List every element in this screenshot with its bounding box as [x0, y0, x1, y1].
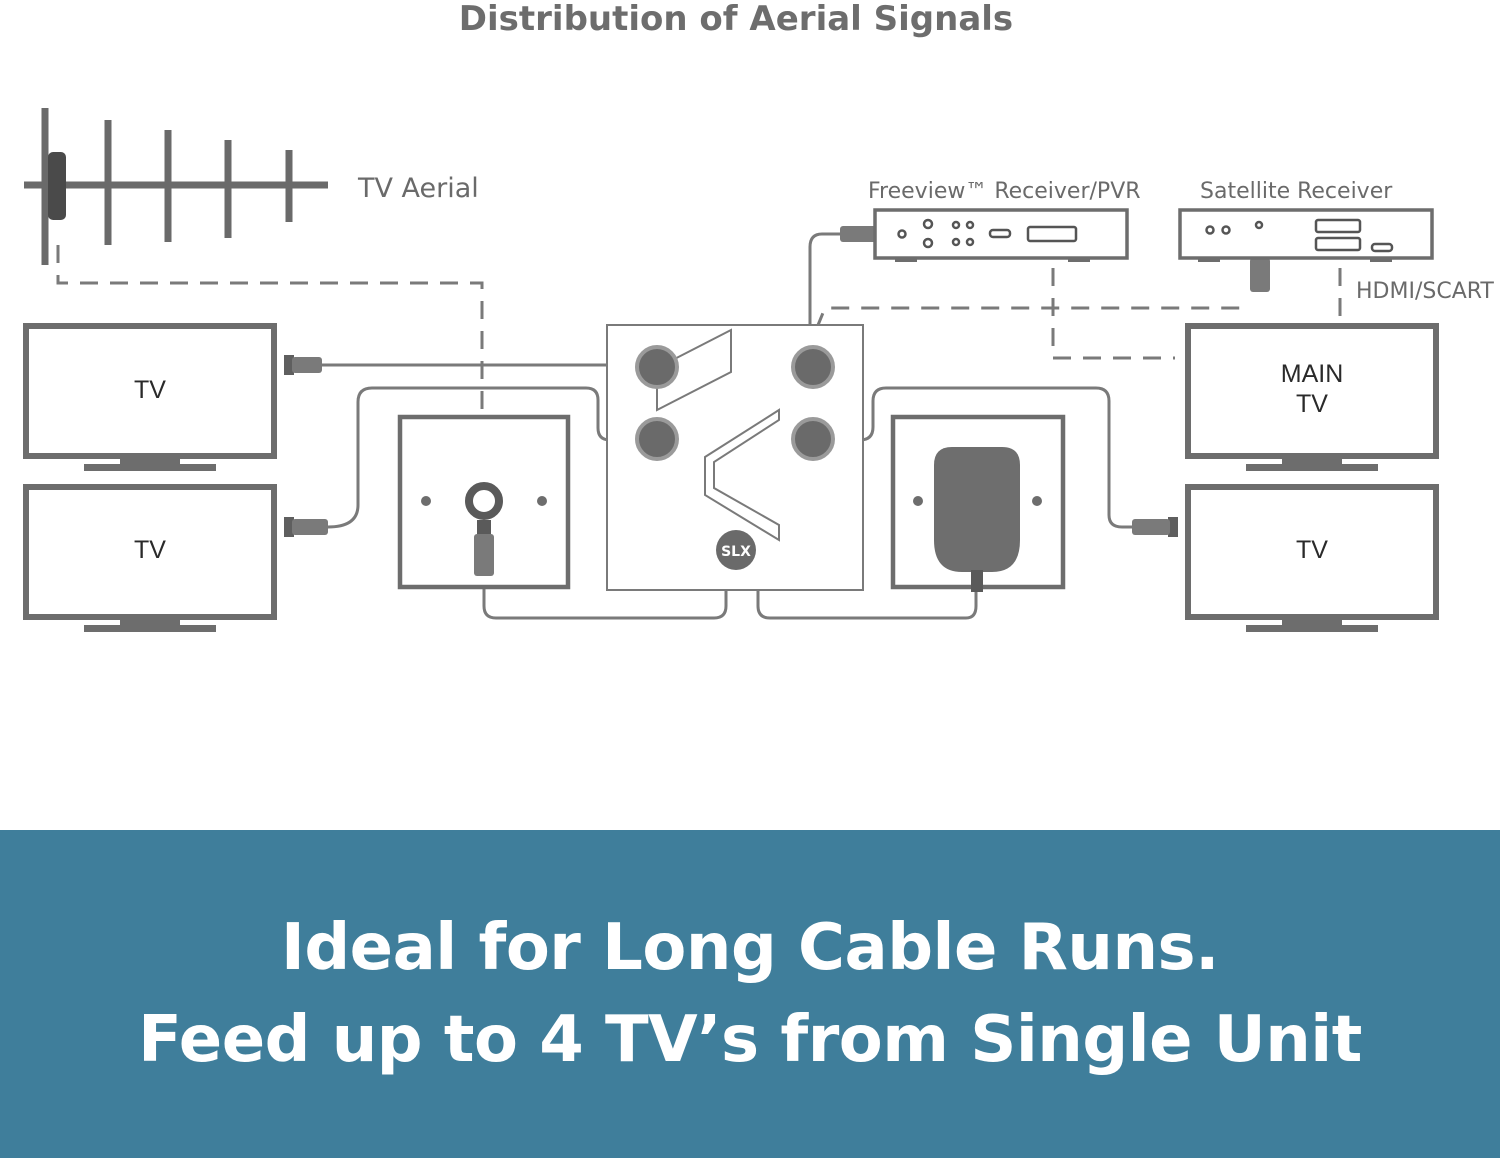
plug-icon [292, 357, 322, 373]
main-tv-label-line1: MAIN [1281, 360, 1344, 388]
tv-bottom-right: TV [1185, 484, 1439, 632]
tv-label: TV [1296, 536, 1328, 564]
power-plug-icon [934, 447, 1020, 572]
banner-headline: Ideal for Long Cable Runs. [281, 911, 1219, 985]
tv-bottom-left: TV [23, 484, 277, 632]
plug-icon [1250, 258, 1270, 292]
tv-label: TV [134, 536, 166, 564]
main-tv-label-line2: TV [1296, 390, 1328, 418]
main-tv: MAIN TV [1185, 323, 1439, 471]
hdmi-scart-label: HDMI/SCART [1356, 279, 1494, 304]
plug-icon [1168, 517, 1178, 537]
coax-port-icon [635, 345, 679, 389]
tv-label: TV [134, 376, 166, 404]
coax-port-icon [635, 417, 679, 461]
plug-icon [292, 519, 328, 535]
aerial-label: TV Aerial [357, 173, 479, 204]
freeview-label: Freeview™ Receiver/PVR [868, 179, 1141, 204]
satellite-receiver-icon [1178, 208, 1434, 262]
amplifier-unit: SLX [606, 324, 864, 591]
coax-port-icon [791, 417, 835, 461]
dashed-signal-lines [56, 245, 1342, 418]
coax-port-icon [791, 345, 835, 389]
slx-logo [716, 530, 756, 570]
power-socket [890, 414, 1066, 592]
coax-cables [318, 232, 1140, 620]
plug-icon [284, 517, 294, 537]
satellite-label: Satellite Receiver [1200, 179, 1393, 204]
aerial-distribution-diagram: Distribution of Aerial Signals TV Aerial [23, 0, 1494, 632]
tv-top-left: TV [23, 323, 277, 471]
tv-aerial-icon [24, 108, 328, 265]
plug-icon [840, 226, 878, 242]
aerial-mount-icon [48, 152, 66, 220]
plug-icon [1132, 519, 1170, 535]
feature-banner: Ideal for Long Cable Runs. Feed up to 4 … [0, 830, 1500, 1158]
slx-logo-text: SLX [721, 544, 751, 560]
plug-icon [284, 355, 294, 375]
banner-subheadline: Feed up to 4 TV’s from Single Unit [138, 1003, 1362, 1077]
aerial-wall-socket [397, 414, 571, 590]
diagram-title: Distribution of Aerial Signals [459, 0, 1013, 39]
freeview-receiver-icon [873, 208, 1129, 262]
